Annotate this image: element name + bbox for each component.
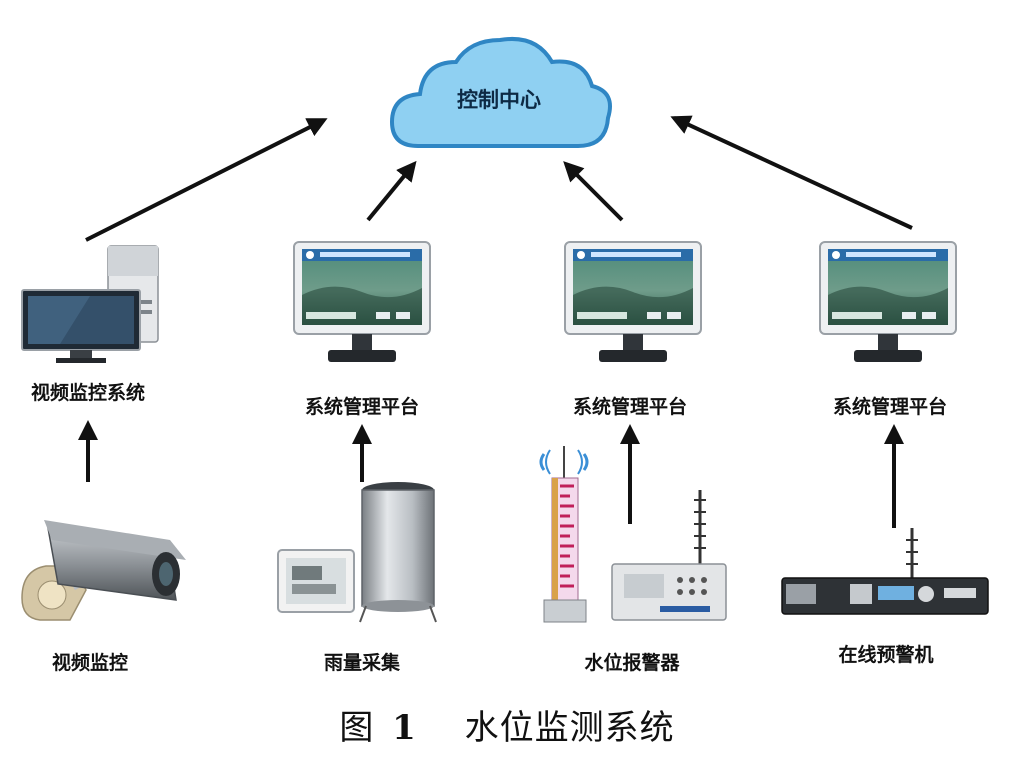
monitor-icon-1 bbox=[293, 241, 431, 363]
warning-machine-label: 在线预警机 bbox=[838, 644, 934, 666]
alarm-controller-box-icon bbox=[611, 490, 727, 621]
camera-label: 视频监控 bbox=[51, 652, 129, 674]
rain-gauge-bucket-icon bbox=[359, 482, 437, 623]
cctv-camera-icon bbox=[21, 520, 186, 621]
caption-title: 水位监测系统 bbox=[464, 708, 675, 748]
monitor-icon-2 bbox=[564, 241, 702, 363]
arrow-video-to-cloud bbox=[85, 118, 328, 242]
arrow-mgmt2-to-cloud bbox=[563, 161, 624, 222]
monitor-icon-3 bbox=[819, 241, 957, 363]
mgmt-platform-label-3: 系统管理平台 bbox=[832, 396, 948, 418]
water-level-gauge-icon bbox=[539, 446, 589, 623]
warning-machine-icon bbox=[781, 528, 989, 615]
weather-display-icon bbox=[277, 549, 355, 613]
control-center-cloud bbox=[389, 37, 612, 148]
caption-number: 1 bbox=[392, 708, 417, 748]
rain-collection-label: 雨量采集 bbox=[323, 652, 401, 674]
control-center-label: 控制中心 bbox=[457, 88, 541, 112]
water-alarm-label: 水位报警器 bbox=[584, 652, 680, 674]
video-system-label: 视频监控系统 bbox=[30, 382, 146, 404]
caption-prefix: 图 bbox=[339, 708, 375, 748]
arrow-mgmt3-to-cloud bbox=[670, 115, 913, 230]
mgmt-platform-label-1: 系统管理平台 bbox=[304, 396, 420, 418]
figure-caption: 图 1 水位监测系统 bbox=[339, 700, 674, 749]
mgmt-platform-label-2: 系统管理平台 bbox=[572, 396, 688, 418]
pc-workstation-icon bbox=[21, 245, 159, 363]
arrow-mgmt1-to-cloud bbox=[366, 160, 417, 222]
